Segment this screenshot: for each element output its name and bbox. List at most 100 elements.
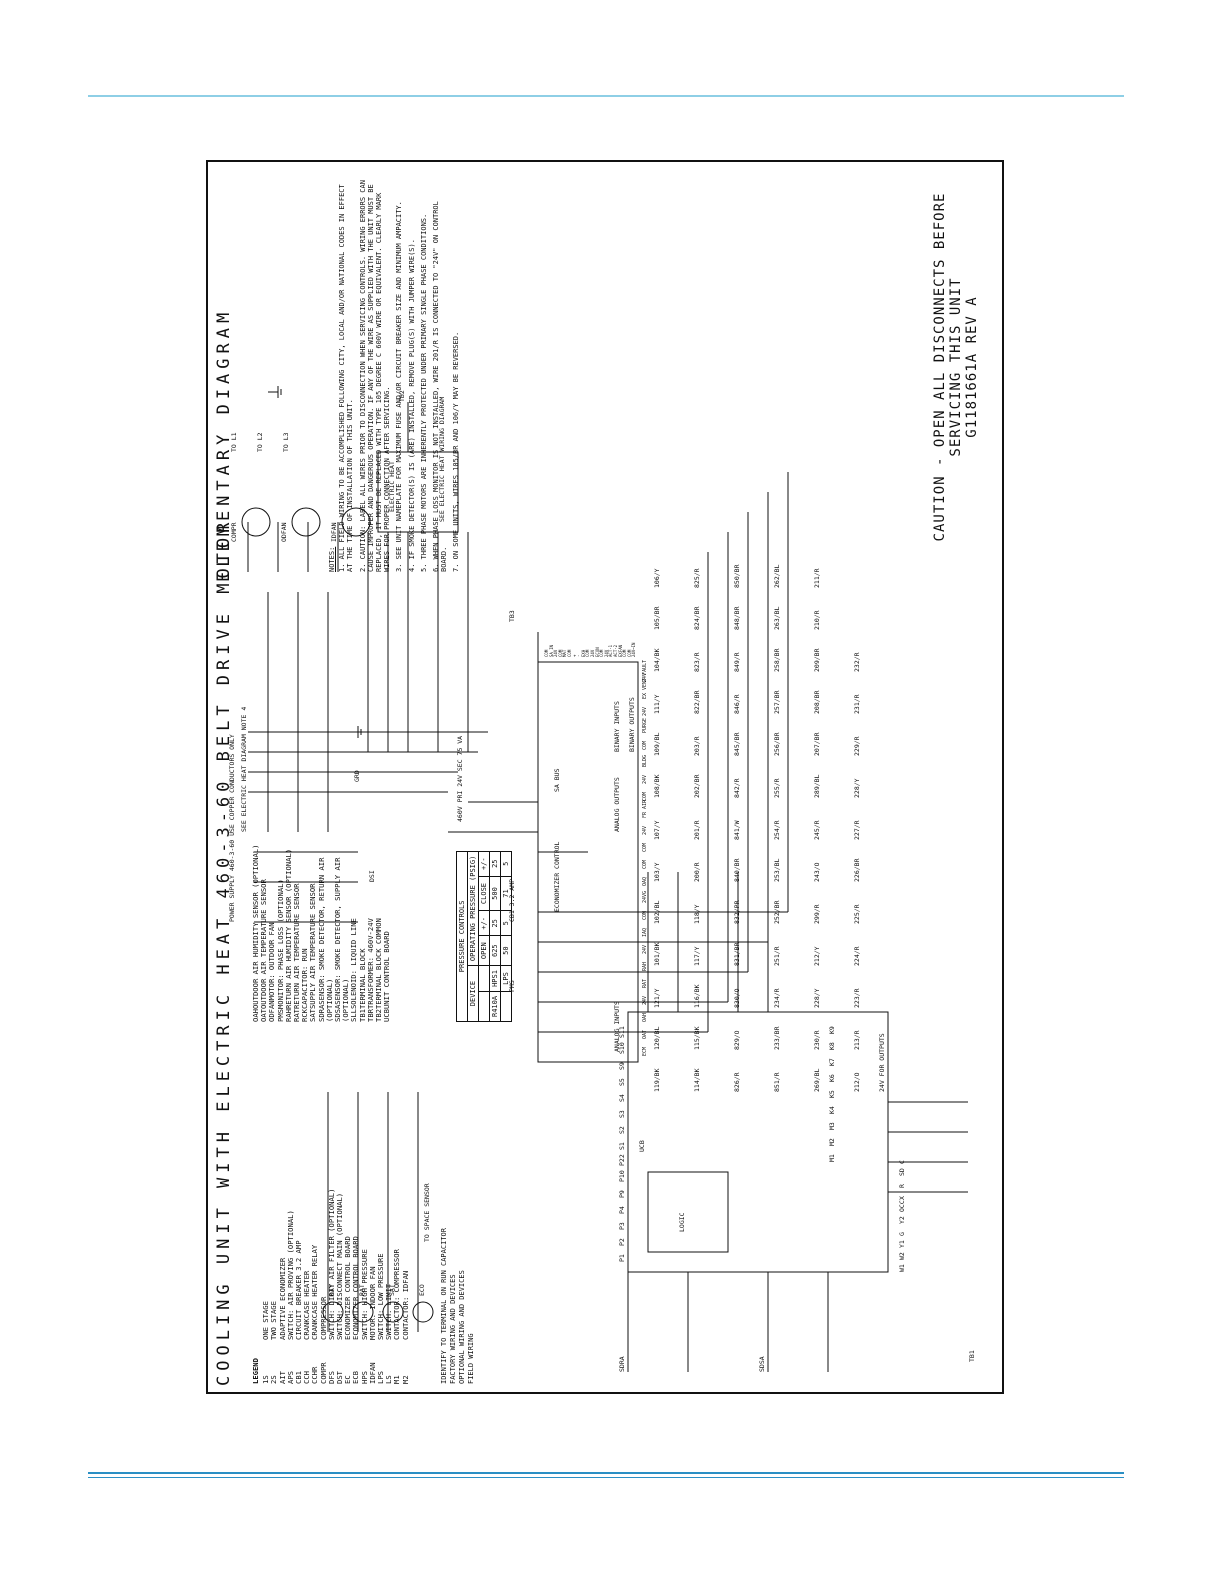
transformer-lines bbox=[448, 632, 588, 853]
pressure-sub: OPEN bbox=[478, 935, 490, 966]
tb3-label: TB3 bbox=[508, 610, 516, 622]
ecb-bottom-terminal: OAH bbox=[642, 1012, 648, 1022]
wire-label: 829/O bbox=[733, 1030, 741, 1050]
wire-label: 831/BR bbox=[733, 942, 741, 966]
relay-label: K7 bbox=[828, 1058, 836, 1066]
ground-symbol-2 bbox=[268, 386, 282, 398]
pressure-sub: +/- bbox=[478, 851, 490, 877]
ecb-bottom-terminal: OAQ bbox=[642, 876, 648, 886]
wiring-sheet: COOLING UNIT WITH ELECTRIC HEAT 460-3-60… bbox=[208, 162, 1002, 1392]
ecb-top-terminal: 24V~IN bbox=[631, 642, 637, 657]
wire-label: 256/BR bbox=[773, 732, 781, 756]
relay-label: M2 bbox=[828, 1138, 836, 1146]
odfan-symbol bbox=[291, 507, 321, 537]
wire-label: 846/R bbox=[733, 694, 741, 714]
legend-desc: UNIT CONTROL BOARD bbox=[382, 931, 392, 1010]
ucb-bottom-wires bbox=[888, 1101, 968, 1193]
compr-symbol bbox=[241, 507, 271, 537]
relay-label: M1 bbox=[828, 1154, 836, 1162]
wire-label: 105/BR bbox=[653, 606, 661, 630]
space-sensor-label: TO SPACE SENSOR bbox=[423, 1183, 431, 1242]
relay-label: K5 bbox=[828, 1090, 836, 1098]
wire-label: 826/R bbox=[733, 1072, 741, 1092]
ecb-bottom-terminal: ECM bbox=[642, 1046, 648, 1056]
ucb-terminal: W1 bbox=[898, 1264, 906, 1272]
wire-label: 228/Y bbox=[813, 988, 821, 1008]
pressure-sub bbox=[478, 991, 490, 1022]
to-l3-label: TO L3 bbox=[282, 432, 290, 452]
ecb-bottom-terminal: 24V bbox=[642, 706, 648, 716]
ecb-bottom-terminal: FR AIR bbox=[642, 799, 648, 818]
legend-abbr: M2 bbox=[400, 1375, 410, 1384]
econ-board-label: ECONOMIZER CONTROL bbox=[553, 841, 561, 912]
wire-label: 104/BK bbox=[653, 648, 661, 672]
logic-outline bbox=[647, 1171, 729, 1253]
wire-label: 822/BR bbox=[693, 690, 701, 714]
note-item: 7. ON SOME UNITS, WIRES 105/BR AND 106/Y… bbox=[452, 331, 461, 572]
legend-desc: SENSOR: SMOKE DETECTOR, RETURN AIR (OPTI… bbox=[316, 857, 334, 1022]
wire-label: 103/Y bbox=[653, 862, 661, 882]
wire-label: 299/R bbox=[813, 904, 821, 924]
heat-block-outline bbox=[377, 451, 459, 533]
ucb-terminal: G bbox=[898, 1232, 906, 1236]
plug-label: P10 bbox=[618, 1170, 626, 1182]
motor-leads bbox=[247, 522, 339, 572]
bus-lines bbox=[267, 592, 329, 832]
note-item: 1. ALL FIELD WIRING TO BE ACCOMPLISHED F… bbox=[338, 184, 355, 572]
wiring-svg bbox=[241, 386, 968, 1372]
cb1-label: CB1 3.2 AMP bbox=[508, 878, 516, 922]
wire-label: 824/BR bbox=[693, 606, 701, 630]
dst-label: DSI bbox=[368, 870, 376, 882]
ecb-bottom-terminal: 24V bbox=[642, 995, 648, 1005]
ecb-bottom-terminal: RAT bbox=[642, 978, 648, 988]
ecb-bottom-terminal: 24V bbox=[642, 944, 648, 954]
wire-label: 201/R bbox=[693, 820, 701, 840]
wire-label: 840/BR bbox=[733, 858, 741, 882]
diagram-lines bbox=[247, 386, 968, 1372]
page-title: COOLING UNIT WITH ELECTRIC HEAT 460-3-60… bbox=[214, 517, 234, 1386]
wire-label: 251/R bbox=[773, 946, 781, 966]
eco-label: ECO bbox=[418, 1284, 426, 1296]
relay-label: K8 bbox=[828, 1042, 836, 1050]
part-number: G1181661A REV A bbox=[964, 296, 980, 438]
wire-label: 223/R bbox=[853, 988, 861, 1008]
wire-label: 832/PR bbox=[733, 900, 741, 924]
note-item: 3. SEE UNIT NAMEPLATE FOR MAXIMUM FUSE A… bbox=[395, 201, 404, 572]
wire-label: 851/R bbox=[773, 1072, 781, 1092]
wire-label: 115/BK bbox=[693, 1026, 701, 1050]
analog-outputs-label: ANALOG OUTPUTS bbox=[613, 777, 621, 832]
idfan-symbol bbox=[341, 507, 371, 537]
wire-label: 289/BL bbox=[813, 774, 821, 798]
wire-label: 225/R bbox=[853, 904, 861, 924]
wire-label: 116/BK bbox=[693, 984, 701, 1008]
plug-label: P22 bbox=[618, 1154, 626, 1166]
legend-list-2: OAHOUTDOOR AIR HUMIDITY SENSOR (OPTIONAL… bbox=[251, 842, 392, 1022]
econ-long-runs bbox=[707, 472, 789, 1032]
wire-label: 212/O bbox=[853, 1072, 861, 1092]
wire-label: 114/BK bbox=[693, 1068, 701, 1092]
plug-label: P2 bbox=[618, 1238, 626, 1246]
wire-label: 119/BK bbox=[653, 1068, 661, 1092]
plug-label: S11 bbox=[618, 1026, 626, 1038]
caution-text: CAUTION - OPEN ALL DISCONNECTS BEFORE SE… bbox=[932, 192, 964, 542]
ecb-bottom-terminal: 24V bbox=[642, 825, 648, 835]
ecb-bottom-terminal: BLDG bbox=[642, 754, 648, 767]
pressure-caption: PRESSURE CONTROLS bbox=[456, 851, 468, 1022]
sat-symbol bbox=[382, 1301, 404, 1323]
sensor-leads bbox=[327, 1092, 419, 1332]
caution-block: CAUTION - OPEN ALL DISCONNECTS BEFORE SE… bbox=[932, 172, 980, 562]
wire-label: 207/BR bbox=[813, 732, 821, 756]
plug-label: P9 bbox=[618, 1190, 626, 1198]
ucb-terminal: X bbox=[898, 1196, 906, 1200]
power-supply-label: POWER SUPPLY 460-3-60 USE COPPER CONDUCT… bbox=[228, 734, 236, 922]
wire-label: 203/R bbox=[693, 736, 701, 756]
wire-label: 258/BR bbox=[773, 648, 781, 672]
ground-symbol bbox=[348, 726, 362, 738]
ecb-bottom-terminal: IAQ bbox=[642, 927, 648, 937]
ecb-bottom-terminal: RAH bbox=[642, 961, 648, 971]
pressure-controls-table: PRESSURE CONTROLS DEVICE OPERATING PRESS… bbox=[456, 851, 512, 1022]
wire-label: 224/R bbox=[853, 946, 861, 966]
